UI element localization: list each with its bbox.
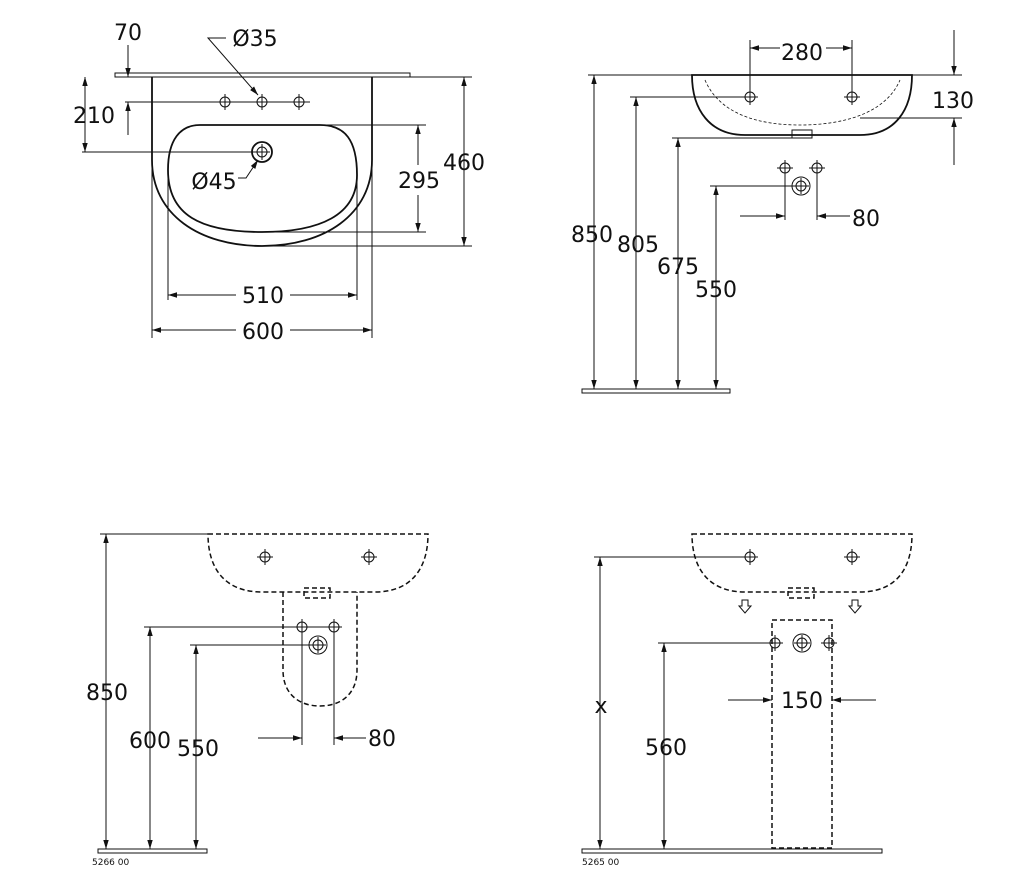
half-pedestal-panel: 850 600 550 80 5266 00: [86, 533, 429, 868]
dim-45-diameter: Ø45: [191, 170, 236, 195]
arrow-down-icon: [737, 599, 753, 614]
dim-280: 280: [781, 41, 823, 66]
dim-805: 805: [617, 233, 659, 258]
dim-80: 80: [368, 727, 396, 752]
dim-550: 550: [177, 737, 219, 762]
wall-bar: [114, 72, 411, 78]
full-pedestal-panel: x 560 150 5265 00: [581, 533, 913, 868]
dim-550: 550: [695, 278, 737, 303]
dim-600: 600: [242, 320, 284, 345]
dim-x: x: [594, 694, 607, 719]
dim-560: 560: [645, 736, 687, 761]
floor-bar: [97, 848, 208, 854]
basin-front: [691, 74, 913, 136]
dim-675: 675: [657, 255, 699, 280]
product-code: 5265 00: [582, 858, 619, 868]
dim-295: 295: [398, 169, 440, 194]
dim-35-diameter: Ø35: [232, 27, 277, 52]
arrow-down-icon: [847, 599, 863, 614]
floor-bar: [581, 388, 731, 394]
dim-850: 850: [86, 681, 128, 706]
pedestal-column: [771, 619, 833, 849]
side-view-panel: 280 130 80 850 805 675 550: [571, 30, 974, 394]
dim-600: 600: [129, 729, 171, 754]
product-code: 5266 00: [92, 858, 129, 868]
dim-850: 850: [571, 223, 613, 248]
dim-510: 510: [242, 284, 284, 309]
dim-150: 150: [781, 689, 823, 714]
top-view-panel: 70 Ø35 210 Ø45 295 460 510 600: [73, 21, 485, 345]
dim-130: 130: [932, 89, 974, 114]
dim-70: 70: [114, 21, 142, 46]
floor-bar: [581, 848, 883, 854]
dim-80: 80: [852, 207, 880, 232]
dim-460: 460: [443, 151, 485, 176]
dim-210: 210: [73, 104, 115, 129]
